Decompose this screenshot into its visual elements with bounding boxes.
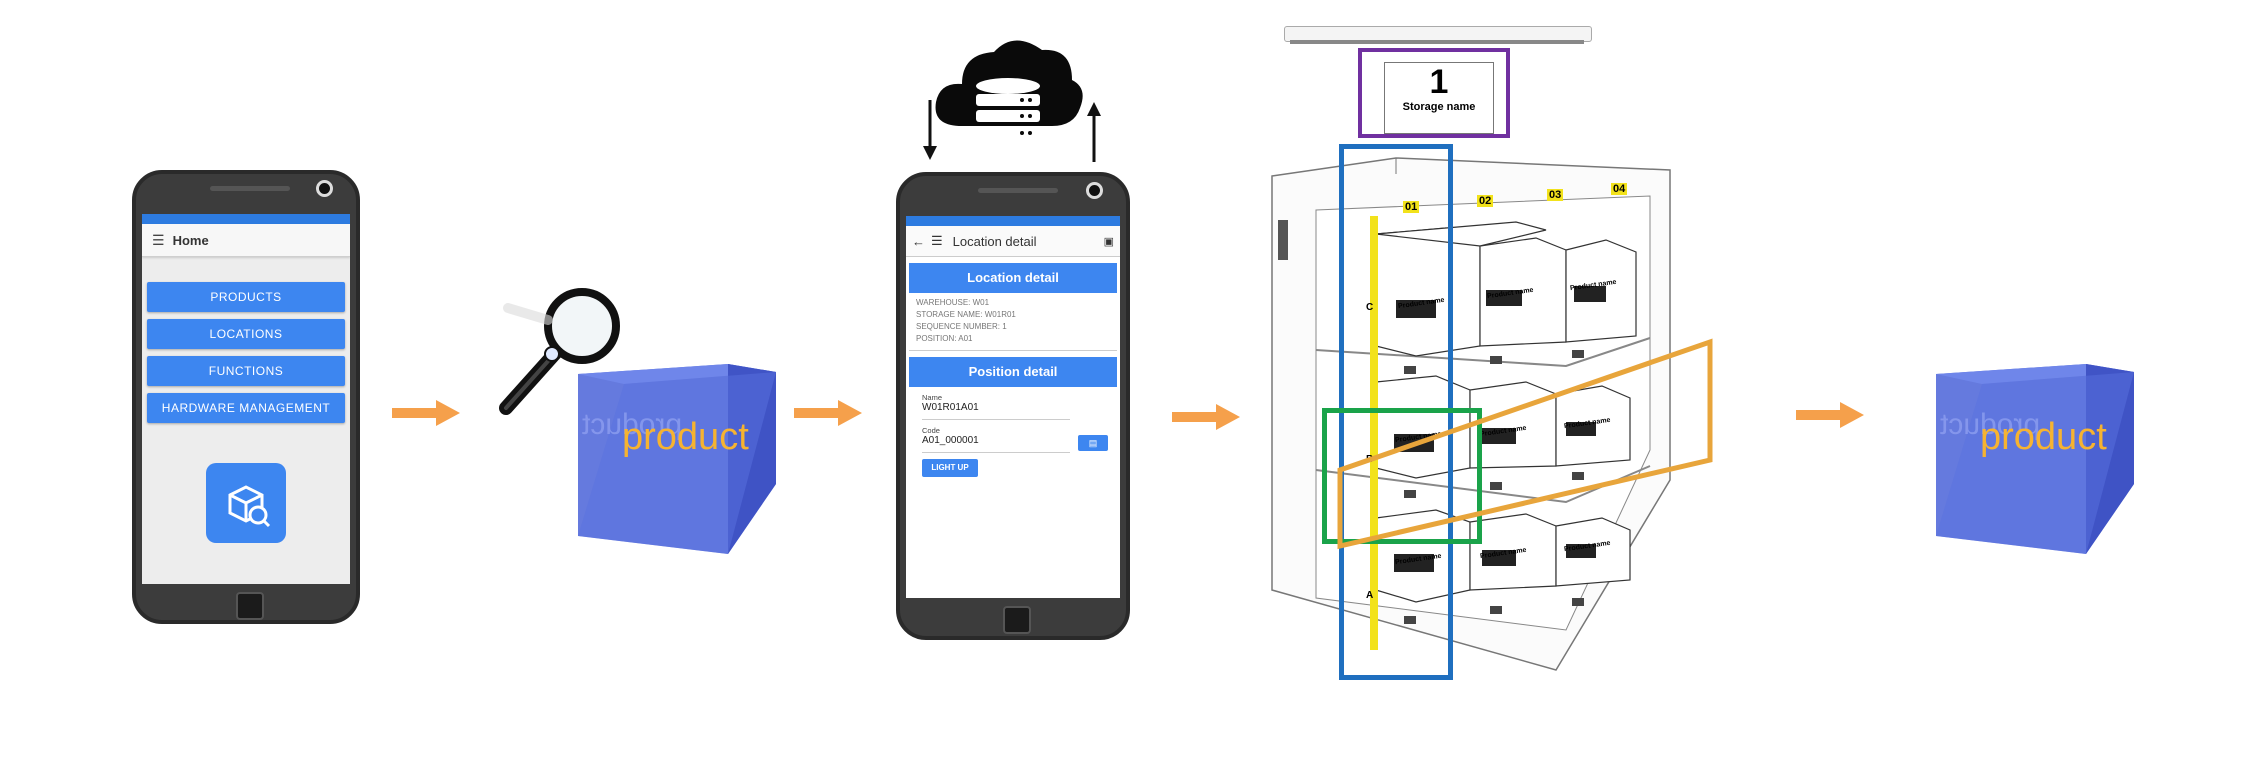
location-app-bar: ← ☰ Location detail ▣ xyxy=(906,226,1120,257)
phone-home-button xyxy=(236,592,264,620)
phone-speaker xyxy=(978,188,1058,193)
back-arrow-icon[interactable]: ← xyxy=(912,233,925,249)
inventory-search-icon[interactable] xyxy=(206,463,286,543)
storage-name-text: STORAGE NAME: W01R01 xyxy=(916,310,1016,319)
position-highlight-frame xyxy=(1322,408,1482,544)
code-field-label: Code xyxy=(922,426,940,435)
status-bar xyxy=(906,216,1120,226)
cloud-database-icon xyxy=(935,40,1083,140)
flow-arrow-2 xyxy=(794,400,862,426)
home-screen: ☰ Home PRODUCTS LOCATIONS FUNCTIONS HARD… xyxy=(142,214,350,584)
warehouse-text: WAREHOUSE: W01 xyxy=(916,298,990,307)
product-cube-2: product product xyxy=(1936,364,2136,554)
home-app-bar: ☰ Home xyxy=(142,224,350,257)
download-arrow-icon xyxy=(923,100,937,160)
save-icon[interactable]: ▣ xyxy=(1103,235,1114,248)
hamburger-menu-icon[interactable]: ☰ xyxy=(152,231,165,248)
location-screen: ← ☰ Location detail ▣ Location detail WA… xyxy=(906,216,1120,598)
column-label-01: 01 xyxy=(1403,201,1420,213)
scan-button[interactable]: ▤ xyxy=(1078,435,1108,451)
magnifying-glass-icon xyxy=(499,288,620,415)
location-phone: ← ☰ Location detail ▣ Location detail WA… xyxy=(896,172,1130,640)
status-bar xyxy=(142,214,350,224)
phone-camera xyxy=(316,180,333,197)
name-field[interactable]: W01R01A01 xyxy=(922,402,979,413)
flow-arrow-4 xyxy=(1796,402,1864,428)
row-label-a: A xyxy=(1366,590,1374,601)
product-label: product xyxy=(622,416,749,458)
column-label-03: 03 xyxy=(1547,189,1564,201)
product-label: product xyxy=(1980,416,2107,458)
storage-display-frame xyxy=(1358,48,1510,138)
products-button[interactable]: PRODUCTS xyxy=(147,282,345,312)
phone-camera xyxy=(1086,182,1103,199)
sequence-number-text: SEQUENCE NUMBER: 1 xyxy=(916,322,1007,331)
page-title: Home xyxy=(172,232,209,248)
ceiling-rail-mount xyxy=(1290,40,1584,44)
light-up-button[interactable]: LIGHT UP xyxy=(922,459,978,477)
barcode-icon: ▤ xyxy=(1088,438,1098,448)
row-highlight-frame xyxy=(1337,338,1713,550)
upload-arrow-icon xyxy=(1087,102,1101,162)
column-label-02: 02 xyxy=(1477,195,1494,207)
flow-arrow-3 xyxy=(1172,404,1240,430)
home-phone: ☰ Home PRODUCTS LOCATIONS FUNCTIONS HARD… xyxy=(132,170,360,624)
flow-arrow-1 xyxy=(392,400,460,426)
page-title: Location detail xyxy=(952,233,1037,249)
product-cube-1: product product xyxy=(578,364,778,554)
column-label-04: 04 xyxy=(1611,183,1628,195)
phone-home-button xyxy=(1003,606,1031,634)
code-field[interactable]: A01_000001 xyxy=(922,435,979,446)
hamburger-menu-icon[interactable]: ☰ xyxy=(931,233,943,248)
row-label-c: C xyxy=(1366,302,1374,313)
functions-button[interactable]: FUNCTIONS xyxy=(147,356,345,386)
hardware-management-button[interactable]: HARDWARE MANAGEMENT xyxy=(147,393,345,423)
position-text: POSITION: A01 xyxy=(916,334,973,343)
phone-speaker xyxy=(210,186,290,191)
position-detail-header: Position detail xyxy=(909,357,1117,387)
storage-display: 1 Storage name xyxy=(1384,62,1494,134)
storage-number: 1 xyxy=(1429,63,1449,101)
storage-name-label: Storage name xyxy=(1402,101,1476,113)
name-field-label: Name xyxy=(922,393,943,402)
locations-button[interactable]: LOCATIONS xyxy=(147,319,345,349)
location-detail-header: Location detail xyxy=(909,263,1117,293)
